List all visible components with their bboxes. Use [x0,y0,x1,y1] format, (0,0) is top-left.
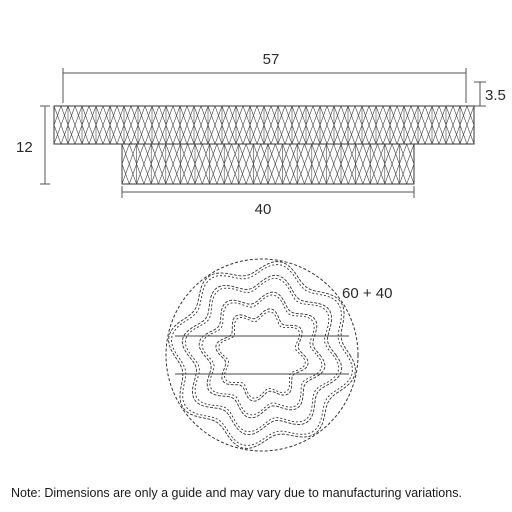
crystal-facet [150,143,167,185]
wavy-ring [201,294,323,416]
crystal-facet [403,105,419,145]
overall-height-dimension [40,105,50,185]
overall-height-label: 12 [16,139,33,156]
crystal-facet [221,105,237,145]
tier-height-label: 3.5 [485,87,506,104]
crystal-facet [347,105,363,145]
crystal-facet [340,143,356,185]
plan-size-label: 60 + 40 [342,285,392,302]
crystal-facet [375,105,391,145]
crystal-facet [209,143,225,185]
outer-dashed-circle [165,258,359,452]
crystal-facet [355,143,371,185]
crystal-facet [253,143,269,185]
crystal-facet [417,105,433,145]
crystal-facet [267,143,283,185]
wavy-ring [184,277,340,433]
crystal-facet [223,143,240,185]
crystal-facet [123,105,139,145]
crystal-facet [95,105,111,145]
wavy-ring [181,274,343,436]
crystal-facet [53,105,69,145]
crystal-facet [165,143,181,185]
wavy-ring [218,311,306,399]
plan-view: 60 + 40 [165,258,392,452]
crystal-facet [384,143,400,185]
crystal-facet [431,105,447,145]
bottom-width-label: 40 [255,201,272,218]
crystal-facet [399,143,415,185]
wavy-ring [168,261,356,449]
crystal-facet [326,143,342,185]
crystal-facet [109,105,125,145]
lower-tier-crystals [121,143,415,185]
crystal-facet [136,143,152,185]
crystal-facet [319,105,335,145]
crystal-facet [369,143,386,185]
crystal-facet [249,105,265,145]
crystal-facet [445,105,461,145]
crystal-facet [121,143,137,185]
bottom-width-dimension [121,186,415,198]
horizontal-reference-lines [175,335,349,375]
crystal-facet [193,105,209,145]
disclaimer-note: Note: Dimensions are only a guide and ma… [11,486,462,500]
crystal-facet [194,143,210,185]
top-width-dimension [62,68,467,103]
top-width-label: 57 [263,51,280,68]
crystal-facet [296,143,313,185]
crystal-facet [67,105,83,145]
crystal-facet [207,105,223,145]
crystal-facet [180,143,196,185]
crystal-facet [263,105,279,145]
crystal-facet [305,105,321,145]
upper-tier-crystals [53,105,475,145]
crystal-facet [389,105,405,145]
crystal-facet [282,143,298,185]
wavy-ring [215,308,309,402]
crystal-facet [311,143,327,185]
crystal-facet [277,105,293,145]
crystal-facet [333,105,349,145]
wavy-crystal-rings [168,261,356,449]
wavy-ring [198,291,326,419]
side-elevation: 57 3.5 12 40 [16,51,506,218]
crystal-facet [81,105,97,145]
tier-height-dimension [474,81,486,107]
crystal-facet [151,105,167,145]
crystal-facet [361,105,377,145]
crystal-facet [165,105,181,145]
crystal-facet [137,105,153,145]
wavy-ring [171,264,353,446]
crystal-facet [235,105,251,145]
crystal-facet [291,105,307,145]
crystal-facet [459,105,475,145]
crystal-facet [179,105,195,145]
crystal-facet [238,143,254,185]
